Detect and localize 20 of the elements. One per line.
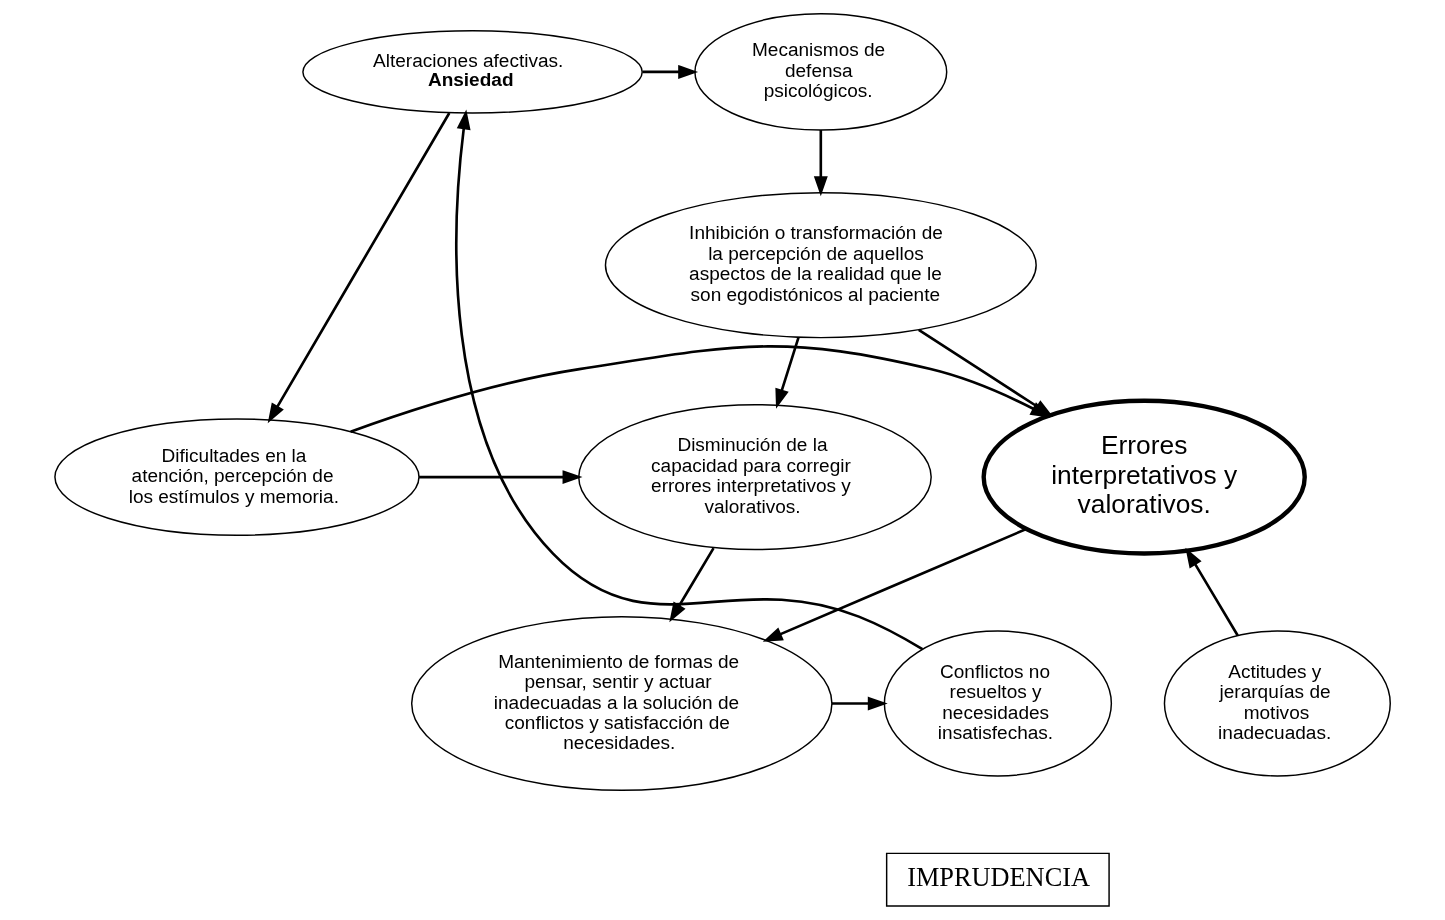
arrow	[775, 337, 800, 409]
node-ellipse: Mantenimiento de formas de pensar, sentir y actuar inadecuadas a la solución de conflictos y satisfacción de necesidades.	[410, 616, 833, 791]
node-ellipse: Conflictos no resueltos y necesidades insatisfechas.	[883, 630, 1113, 777]
arrow	[1185, 547, 1239, 637]
node-box: IMPRUDENCIA	[885, 852, 1110, 907]
arrow	[642, 64, 699, 79]
node-ellipse: Actitudes y jerarquías de motivos inadecuadas.	[1163, 630, 1391, 777]
node-ellipse: Alteraciones afectivas. Ansiedad	[302, 30, 643, 114]
arrow	[350, 345, 1051, 433]
arrow	[455, 109, 924, 651]
arrow	[419, 470, 583, 485]
arrow	[669, 547, 715, 623]
node-ellipse: Inhibición o transformación de la percepción de aquellos aspectos de la realidad que le son egodistónicos al paciente	[604, 192, 1037, 339]
node-ellipse: Mecanismos de defensa psicológicos.	[694, 13, 948, 131]
node-ellipse: Disminución de la capacidad para corregir errores interpretativos y valorativos.	[578, 403, 932, 551]
arrow	[762, 528, 1027, 642]
arrow	[267, 112, 451, 424]
arrow	[831, 696, 888, 711]
arrow	[813, 129, 828, 197]
node-ellipse: Dificultades en la atención, percepción de los estímulos y memoria.	[54, 418, 420, 536]
